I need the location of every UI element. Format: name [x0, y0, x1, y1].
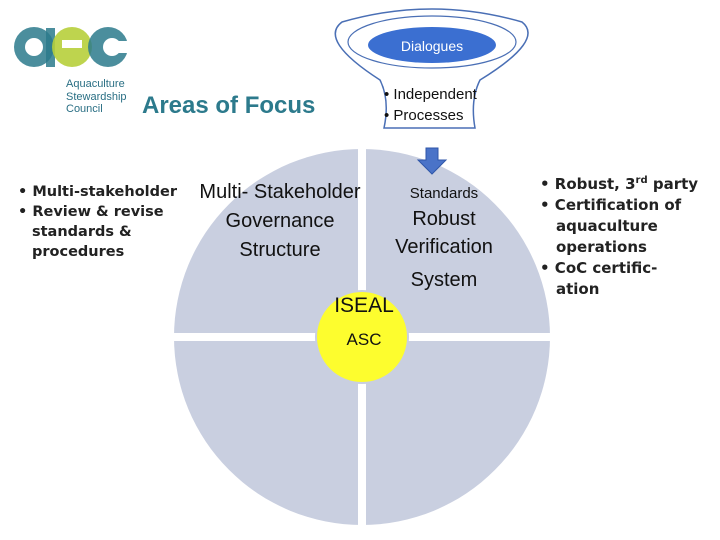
- logo-text: Aquaculture Stewardship Council: [66, 78, 127, 116]
- left-bullet: • Review & revise: [18, 204, 164, 220]
- right-bullet-cont: operations: [556, 238, 647, 256]
- standards-quadrant-text: Standards Robust Verification System: [384, 183, 504, 293]
- standards-label: Standards: [409, 185, 479, 202]
- governance-line: Structure: [239, 239, 321, 261]
- center-label-asc: ASC: [346, 330, 382, 349]
- right-bullets: • Robust, 3rd party • Certification of a…: [540, 170, 716, 300]
- standards-line: Verification: [395, 236, 493, 258]
- left-bullet: • Multi-stakeholder: [18, 184, 178, 200]
- right-bullet: • Certification of: [540, 196, 682, 214]
- left-bullets: • Multi-stakeholder • Review & revise st…: [18, 182, 177, 262]
- right-bullet-cont: ation: [556, 280, 600, 298]
- down-arrow-icon: [416, 147, 448, 175]
- funnel-bullets: • Independent • Processes: [384, 84, 477, 126]
- logo-line: Council: [66, 103, 103, 115]
- right-bullet-sup: rd: [635, 175, 648, 186]
- funnel-bullet: • Processes: [384, 107, 464, 124]
- right-bullet-text: • Robust, 3: [540, 175, 636, 193]
- logo-line: Aquaculture: [66, 78, 125, 90]
- dialogues-label: Dialogues: [400, 38, 464, 54]
- funnel-top: [368, 27, 496, 63]
- left-bullet-cont: procedures: [32, 244, 125, 260]
- right-bullet-cont: aquaculture: [556, 217, 658, 235]
- governance-quadrant-text: Multi- Stakeholder Governance Structure: [190, 178, 370, 265]
- right-bullet: • CoC certific-: [540, 259, 658, 277]
- center-circle: [315, 290, 409, 384]
- funnel-ring: [347, 15, 517, 69]
- page-title: Areas of Focus: [142, 92, 316, 119]
- center-label-iseal: ISEAL: [334, 294, 394, 317]
- asc-logo-icon: [14, 27, 132, 67]
- funnel-bullet: • Independent: [384, 86, 477, 103]
- standards-line: Robust: [412, 208, 476, 230]
- left-bullet-cont: standards &: [32, 224, 132, 240]
- governance-line: Governance: [225, 210, 335, 232]
- right-bullet-text: party: [647, 175, 699, 193]
- system-label: System: [410, 269, 478, 291]
- logo-line: Stewardship: [66, 90, 127, 103]
- right-bullet: • Robust, 3rd party: [540, 170, 716, 195]
- governance-line: Multi- Stakeholder: [199, 181, 361, 203]
